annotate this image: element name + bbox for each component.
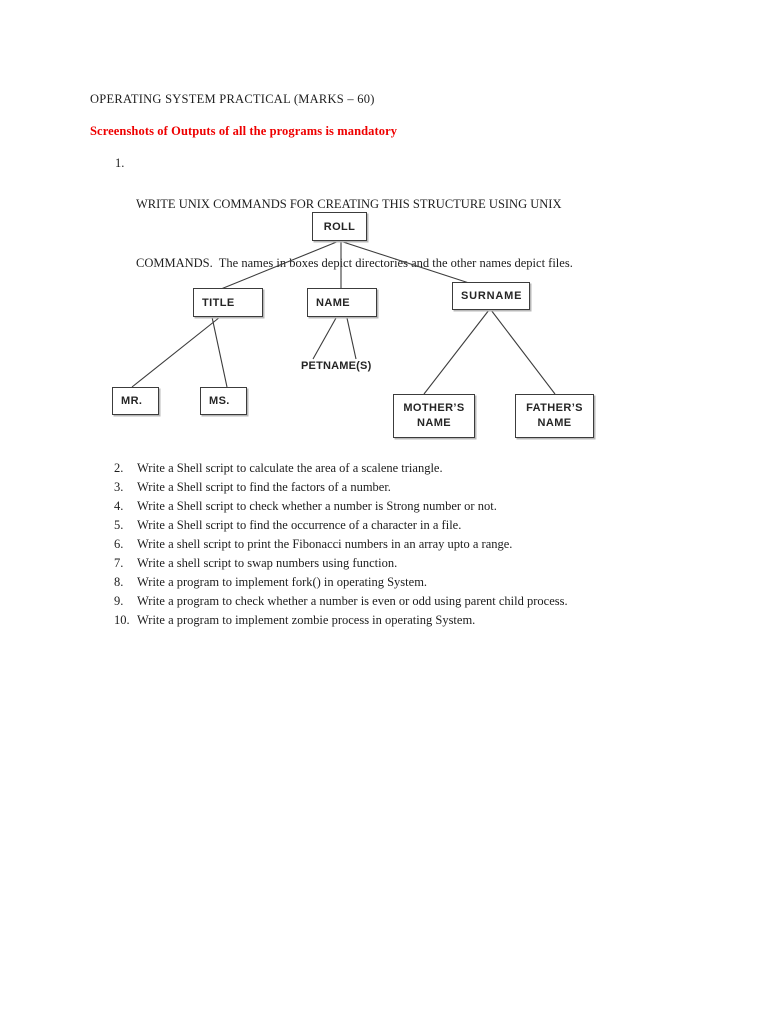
list-item-8-number: 8. bbox=[114, 575, 124, 589]
dir-node-mr: MR. bbox=[112, 387, 159, 415]
dir-node-ms: MS. bbox=[200, 387, 247, 415]
list-item-7-text: Write a shell script to swap numbers usi… bbox=[137, 556, 398, 570]
dir-node-name-label: NAME bbox=[316, 296, 350, 309]
list-item-8: 8. Write a program to implement fork() i… bbox=[114, 573, 568, 592]
list-item-10-text: Write a program to implement zombie proc… bbox=[137, 613, 476, 627]
dir-node-title-label: TITLE bbox=[202, 296, 235, 309]
dir-node-mothers-name-line2: NAME bbox=[417, 417, 451, 429]
list-item-4: 4. Write a Shell script to check whether… bbox=[114, 497, 568, 516]
question-list: 2. Write a Shell script to calculate the… bbox=[114, 459, 568, 630]
list-item-3-text: Write a Shell script to find the factors… bbox=[137, 480, 391, 494]
dir-node-ms-label: MS. bbox=[209, 395, 230, 407]
dir-node-roll-label: ROLL bbox=[323, 220, 356, 233]
page-title: OPERATING SYSTEM PRACTICAL (MARKS – 60) bbox=[90, 92, 375, 106]
list-item-9-number: 9. bbox=[114, 594, 124, 608]
list-item-6-number: 6. bbox=[114, 537, 124, 551]
dir-node-surname-label: SURNAME bbox=[461, 290, 523, 302]
list-item-3: 3. Write a Shell script to find the fact… bbox=[114, 478, 568, 497]
list-item-9-text: Write a program to check whether a numbe… bbox=[137, 594, 568, 608]
list-item-5-number: 5. bbox=[114, 518, 124, 532]
list-item-2-text: Write a Shell script to calculate the ar… bbox=[137, 461, 443, 475]
list-item-5-text: Write a Shell script to find the occurre… bbox=[137, 518, 462, 532]
dir-node-name: NAME bbox=[307, 288, 377, 317]
list-item-2: 2. Write a Shell script to calculate the… bbox=[114, 459, 568, 478]
dir-node-mothers-name-line1: MOTHER’S bbox=[403, 402, 465, 414]
list-item-10: 10. Write a program to implement zombie … bbox=[114, 611, 568, 630]
list-item-10-number: 10. bbox=[114, 613, 130, 627]
list-item-6-text: Write a shell script to print the Fibona… bbox=[137, 537, 513, 551]
list-item-6: 6. Write a shell script to print the Fib… bbox=[114, 535, 568, 554]
list-item-8-text: Write a program to implement fork() in o… bbox=[137, 575, 428, 589]
dir-node-roll: ROLL bbox=[312, 212, 367, 241]
list-item-2-number: 2. bbox=[114, 461, 124, 475]
list-item-5: 5. Write a Shell script to find the occu… bbox=[114, 516, 568, 535]
dir-node-fathers-name: FATHER’S NAME bbox=[515, 394, 594, 438]
list-item-7-number: 7. bbox=[114, 556, 124, 570]
list-item-4-number: 4. bbox=[114, 499, 124, 513]
list-item-4-text: Write a Shell script to check whether a … bbox=[137, 499, 497, 513]
mandatory-note: Screenshots of Outputs of all the progra… bbox=[90, 124, 398, 138]
dir-node-fathers-name-line1: FATHER’S bbox=[526, 402, 583, 414]
dir-node-mothers-name: MOTHER’S NAME bbox=[393, 394, 475, 438]
dir-node-surname: SURNAME bbox=[452, 282, 530, 310]
dir-node-mr-label: MR. bbox=[121, 395, 143, 407]
dir-node-fathers-name-line2: NAME bbox=[537, 417, 572, 429]
list-item-9: 9. Write a program to check whether a nu… bbox=[114, 592, 568, 611]
question-1-line2: COMMANDS. The names in boxes depict dire… bbox=[136, 255, 573, 270]
list-item-3-number: 3. bbox=[114, 480, 124, 494]
file-label-petname: PETNAME(S) bbox=[301, 360, 372, 372]
list-item-7: 7. Write a shell script to swap numbers … bbox=[114, 554, 568, 573]
question-1-line1: WRITE UNIX COMMANDS FOR CREATING THIS ST… bbox=[136, 197, 562, 211]
question-1-number: 1. bbox=[115, 156, 125, 170]
dir-node-title: TITLE bbox=[193, 288, 263, 317]
